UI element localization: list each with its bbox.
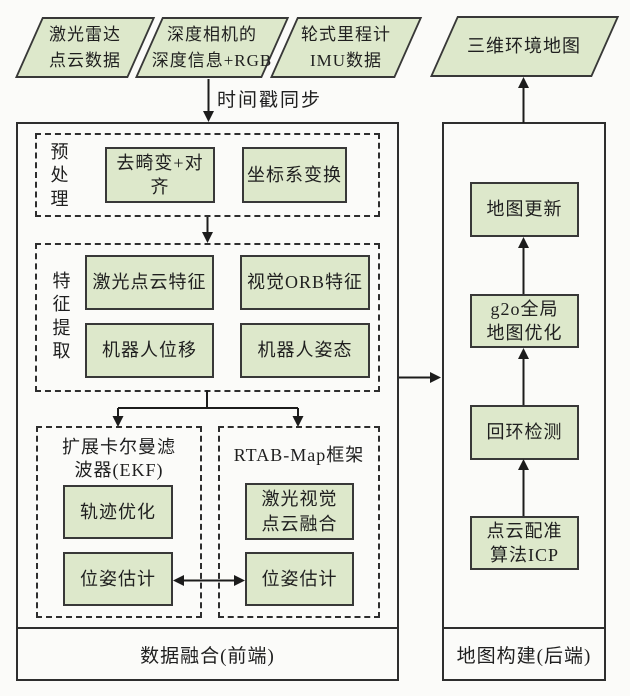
node-lidar-features: 激光点云特征 [85,255,214,310]
output-map-label: 三维环境地图 [467,36,581,56]
rtab-group [218,426,380,618]
timestamp-sync-label: 时间戳同步 [217,90,323,111]
arrow-pose-bidirectional [173,575,245,586]
frontend-container: 数据融合(前端) [16,122,399,681]
node-rtab-pose-estimate: 位姿估计 [245,552,354,606]
input-depth-camera-label: 深度相机的 深度信息+RGB [151,25,273,70]
node-ekf-pose-estimate: 位姿估计 [63,552,173,606]
preprocessing-label: 预处理 [50,142,69,209]
input-depth-camera-parallelogram: 深度相机的 深度信息+RGB [135,17,290,78]
feature-extraction-label: 特征提取 [52,271,71,362]
arrow-frontend-to-backend [399,372,441,383]
rtab-group-title: RTAB-Map框架 [233,445,365,465]
input-lidar-parallelogram: 激光雷达 点云数据 [15,17,156,78]
node-robot-displacement: 机器人位移 [85,323,214,378]
node-orb-features: 视觉ORB特征 [240,255,370,310]
preprocessing-group [35,133,380,217]
input-odometry-label: 轮式里程计 IMU数据 [301,25,391,70]
input-odometry-parallelogram: 轮式里程计 IMU数据 [270,17,423,78]
output-map-parallelogram: 三维环境地图 [430,16,620,77]
arrow-loop-to-g2o [518,348,529,405]
ekf-group [36,426,202,618]
node-pointcloud-fusion: 激光视觉 点云融合 [245,483,354,540]
node-loop-closure: 回环检测 [470,405,579,460]
node-map-update: 地图更新 [470,182,579,237]
node-undistort-align: 去畸变+对齐 [105,147,215,203]
arrow-g2o-to-update [518,237,529,294]
node-robot-attitude: 机器人姿态 [240,323,370,378]
arrow-timestamp-sync [203,79,214,122]
node-trajectory-optimization: 轨迹优化 [63,485,173,539]
backend-footer-label: 地图构建(后端) [444,627,604,679]
node-icp-registration: 点云配准 算法ICP [470,516,579,570]
node-coordinate-transform: 坐标系变换 [242,147,347,203]
ekf-group-title: 扩展卡尔曼滤 波器(EKF) [62,437,176,481]
arrow-icp-to-loop [518,459,529,516]
arrow-backend-to-output-map [518,77,529,123]
node-g2o-optimization: g2o全局 地图优化 [470,294,579,348]
frontend-footer-label: 数据融合(前端) [18,627,397,679]
arrow-preprocess-to-features [202,217,213,243]
connector-features-split [112,390,304,427]
input-lidar-label: 激光雷达 点云数据 [49,25,121,70]
